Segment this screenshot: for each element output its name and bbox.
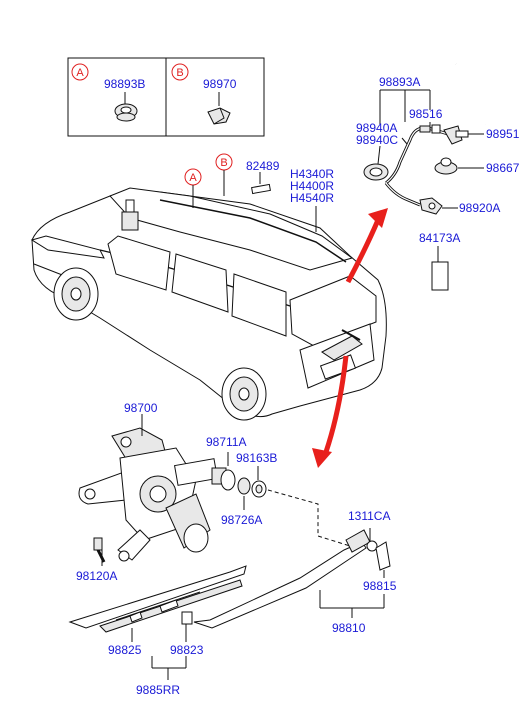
svg-text:B: B (176, 67, 183, 79)
check-valve-98951 (443, 125, 469, 145)
rear-wheel (221, 367, 267, 421)
svg-text:A: A (76, 67, 84, 79)
svg-text:98516: 98516 (409, 107, 443, 121)
label-82489-text: 82489 (246, 159, 280, 173)
svg-text:84173A: 84173A (419, 231, 460, 245)
svg-text:98893B: 98893B (104, 77, 145, 91)
part-labels: 82489 H4340R H4400R H4540R 98893A 98516 … (76, 75, 520, 697)
svg-text:98667: 98667 (486, 161, 520, 175)
nozzle-98667 (434, 157, 458, 175)
front-wheel (53, 267, 99, 321)
svg-text:98711A: 98711A (206, 435, 246, 449)
svg-text:H4340R: H4340R (290, 167, 334, 181)
grommet-98940 (363, 163, 389, 181)
svg-text:98726A: 98726A (221, 513, 262, 527)
legend-a: A 98893B (71, 63, 145, 122)
wiper-arm-98810 (193, 528, 391, 629)
red-arrow-lower (312, 355, 349, 468)
legend-box: A 98893B B 98970 (67, 57, 265, 137)
label-82489 (251, 183, 271, 195)
svg-text:98893A: 98893A (379, 75, 420, 89)
svg-text:98825: 98825 (108, 643, 142, 657)
svg-text:A: A (189, 172, 197, 184)
vehicle-illustration (30, 187, 387, 421)
clip-icon (207, 107, 231, 125)
nozzle-98920a (419, 197, 443, 215)
svg-text:98700: 98700 (124, 401, 158, 415)
svg-text:98951: 98951 (486, 127, 520, 141)
motor-leaders (101, 414, 143, 564)
wiper-blade-9885rr (68, 565, 247, 680)
legend-b: B 98970 (171, 63, 237, 125)
top-right-leaders (377, 89, 484, 291)
svg-text:98823: 98823 (170, 643, 204, 657)
washer-hose-assembly (363, 63, 490, 215)
washer-reservoir (121, 199, 139, 231)
svg-text:98940A: 98940A (356, 121, 397, 135)
svg-text:98920A: 98920A (459, 201, 500, 215)
svg-text:1311CA: 1311CA (348, 509, 390, 523)
svg-text:98940C: 98940C (356, 133, 398, 147)
svg-text:B: B (220, 157, 227, 169)
car-callouts: A B (184, 153, 317, 232)
svg-text:9885RR: 9885RR (136, 683, 180, 697)
spindle-parts (220, 452, 351, 547)
red-arrow-upper (345, 208, 388, 284)
svg-text:H4540R: H4540R (290, 191, 334, 205)
connector-98516 (419, 124, 441, 134)
grommet-icon (114, 103, 138, 122)
svg-text:98810: 98810 (332, 621, 366, 635)
svg-text:98120A: 98120A (76, 569, 117, 583)
svg-text:H4400R: H4400R (290, 179, 334, 193)
svg-text:98815: 98815 (363, 579, 397, 593)
svg-text:98163B: 98163B (236, 451, 277, 465)
label-plate-84173a (431, 261, 449, 291)
svg-text:98970: 98970 (203, 77, 237, 91)
